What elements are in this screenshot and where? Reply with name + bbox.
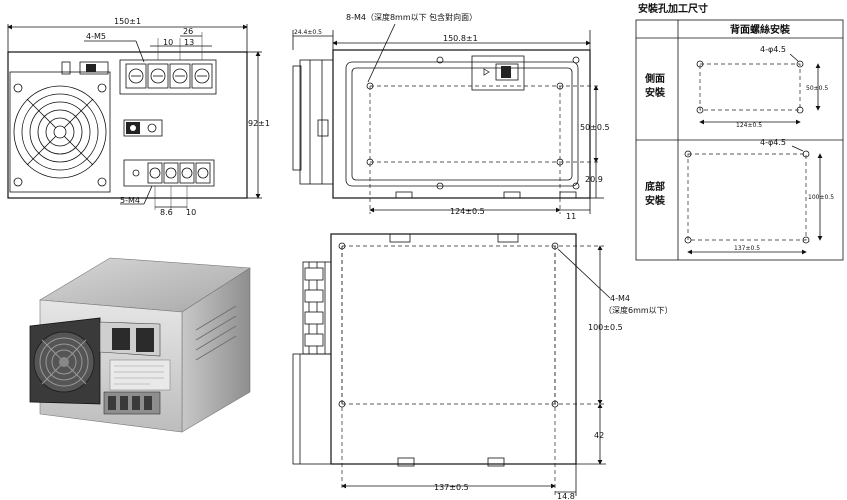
front-top-terminal-label: 4-M5 bbox=[86, 32, 106, 41]
side-length-label: 150.8±1 bbox=[443, 34, 478, 43]
side-mount-label-line1: 側面 bbox=[644, 72, 665, 85]
side-mount-hole-label: 4-φ4.5 bbox=[760, 45, 786, 54]
bottom-mount-holes bbox=[338, 242, 559, 408]
side-mount-width-label: 124±0.5 bbox=[736, 122, 762, 129]
bottom-view: 4-M4 （深度6mm以下） 100±0.5 42 137±0.5 14.8 bbox=[292, 233, 673, 500]
bottom-mount-hole-label: 4-φ4.5 bbox=[760, 138, 786, 147]
bottom-mount-height-label: 100±0.5 bbox=[808, 194, 834, 201]
side-bottom-offset-label: 20.9 bbox=[585, 175, 603, 184]
side-screw-label: 8-M4（深度8mm以下 包含對向面） bbox=[346, 12, 477, 22]
side-mount-height-label: 50±0.5 bbox=[806, 85, 828, 92]
side-view: 24.4±0.5 150.8±1 8-M4（深度8mm以下 包含對向面） bbox=[292, 12, 610, 221]
side-hole-pitch-label: 124±0.5 bbox=[450, 207, 485, 216]
mount-table-title: 安裝孔加工尺寸 bbox=[638, 2, 708, 15]
mount-hole-table: 安裝孔加工尺寸 背面螺絲安裝 側面 安裝 4-φ4.5 124±0.5 50±0… bbox=[635, 2, 844, 261]
front-bottom-terminal-label: 5-M4 bbox=[120, 196, 140, 205]
front-dim-8-6: 8.6 bbox=[160, 208, 173, 217]
fan-grille bbox=[13, 83, 107, 187]
side-end-offset-label: 11 bbox=[566, 212, 576, 221]
front-dim-26: 26 bbox=[183, 27, 193, 36]
front-dim-10: 10 bbox=[163, 38, 173, 47]
front-view: 150±1 4-M5 bbox=[7, 17, 270, 217]
bottom-end-offset-label: 14.8 bbox=[557, 492, 575, 500]
bottom-hole-height-label: 100±0.5 bbox=[588, 323, 623, 332]
product-illustration bbox=[29, 257, 251, 433]
bottom-screw-label-1: 4-M4 bbox=[610, 294, 630, 303]
front-dim-13: 13 bbox=[184, 38, 194, 47]
bottom-side-offset-label: 42 bbox=[594, 431, 604, 440]
front-dim-bottom-10: 10 bbox=[186, 208, 196, 217]
side-mount-holes bbox=[366, 56, 580, 190]
bottom-mount-label-line1: 底部 bbox=[645, 180, 665, 193]
side-hole-height-label: 50±0.5 bbox=[580, 123, 610, 132]
top-terminal-screws bbox=[125, 63, 213, 89]
bottom-hole-pitch-label: 137±0.5 bbox=[434, 483, 469, 492]
bottom-mount-width-label: 137±0.5 bbox=[734, 245, 760, 252]
front-width-label: 150±1 bbox=[114, 17, 141, 26]
bottom-terminal-screws bbox=[132, 162, 211, 184]
bottom-screw-label-2: （深度6mm以下） bbox=[604, 305, 673, 315]
mount-table-header: 背面螺絲安裝 bbox=[730, 23, 791, 36]
front-height-label: 92±1 bbox=[248, 119, 270, 128]
bottom-mount-label-line2: 安裝 bbox=[645, 194, 666, 207]
side-depth-offset-label: 24.4±0.5 bbox=[294, 29, 322, 36]
side-mount-label-line2: 安裝 bbox=[645, 86, 666, 99]
